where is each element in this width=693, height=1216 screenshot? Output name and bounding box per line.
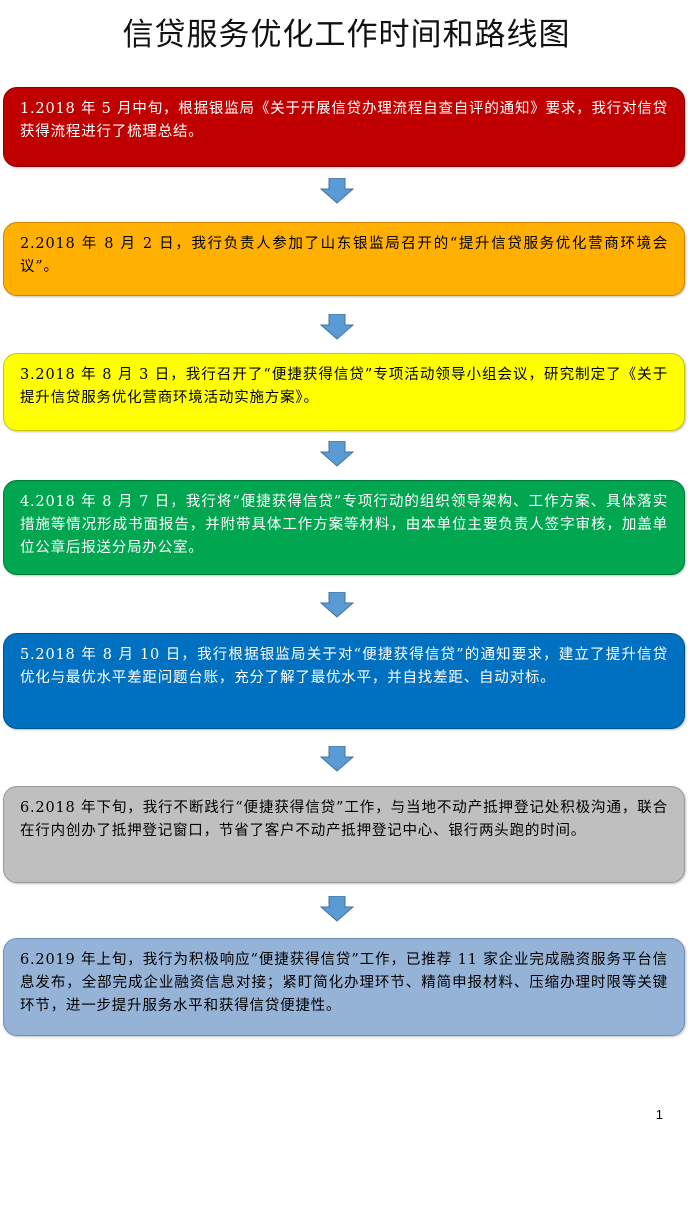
down-arrow-icon (320, 314, 354, 340)
down-arrow-icon (320, 441, 354, 467)
timeline-step-2: 2.2018 年 8 月 2 日，我行负责人参加了山东银监局召开的“提升信贷服务… (3, 222, 685, 296)
down-arrow-icon (320, 896, 354, 922)
timeline-step-7: 6.2019 年上旬，我行为积极响应“便捷获得信贷”工作，已推荐 11 家企业完… (3, 938, 685, 1036)
timeline-step-5: 5.2018 年 8 月 10 日，我行根据银监局关于对“便捷获得信贷”的通知要… (3, 633, 685, 729)
page-number: 1 (655, 1107, 663, 1122)
down-arrow-icon (320, 746, 354, 772)
down-arrow-icon (320, 178, 354, 204)
timeline-step-3: 3.2018 年 8 月 3 日，我行召开了“便捷获得信贷”专项活动领导小组会议… (3, 353, 685, 431)
down-arrow-icon (320, 592, 354, 618)
timeline-step-6: 6.2018 年下旬，我行不断践行“便捷获得信贷”工作，与当地不动产抵押登记处积… (3, 786, 685, 883)
timeline-step-1: 1.2018 年 5 月中旬，根据银监局《关于开展信贷办理流程自查自评的通知》要… (3, 87, 685, 167)
timeline-step-4: 4.2018 年 8 月 7 日，我行将“便捷获得信贷”专项行动的组织领导架构、… (3, 480, 685, 575)
page-title: 信贷服务优化工作时间和路线图 (122, 17, 571, 53)
